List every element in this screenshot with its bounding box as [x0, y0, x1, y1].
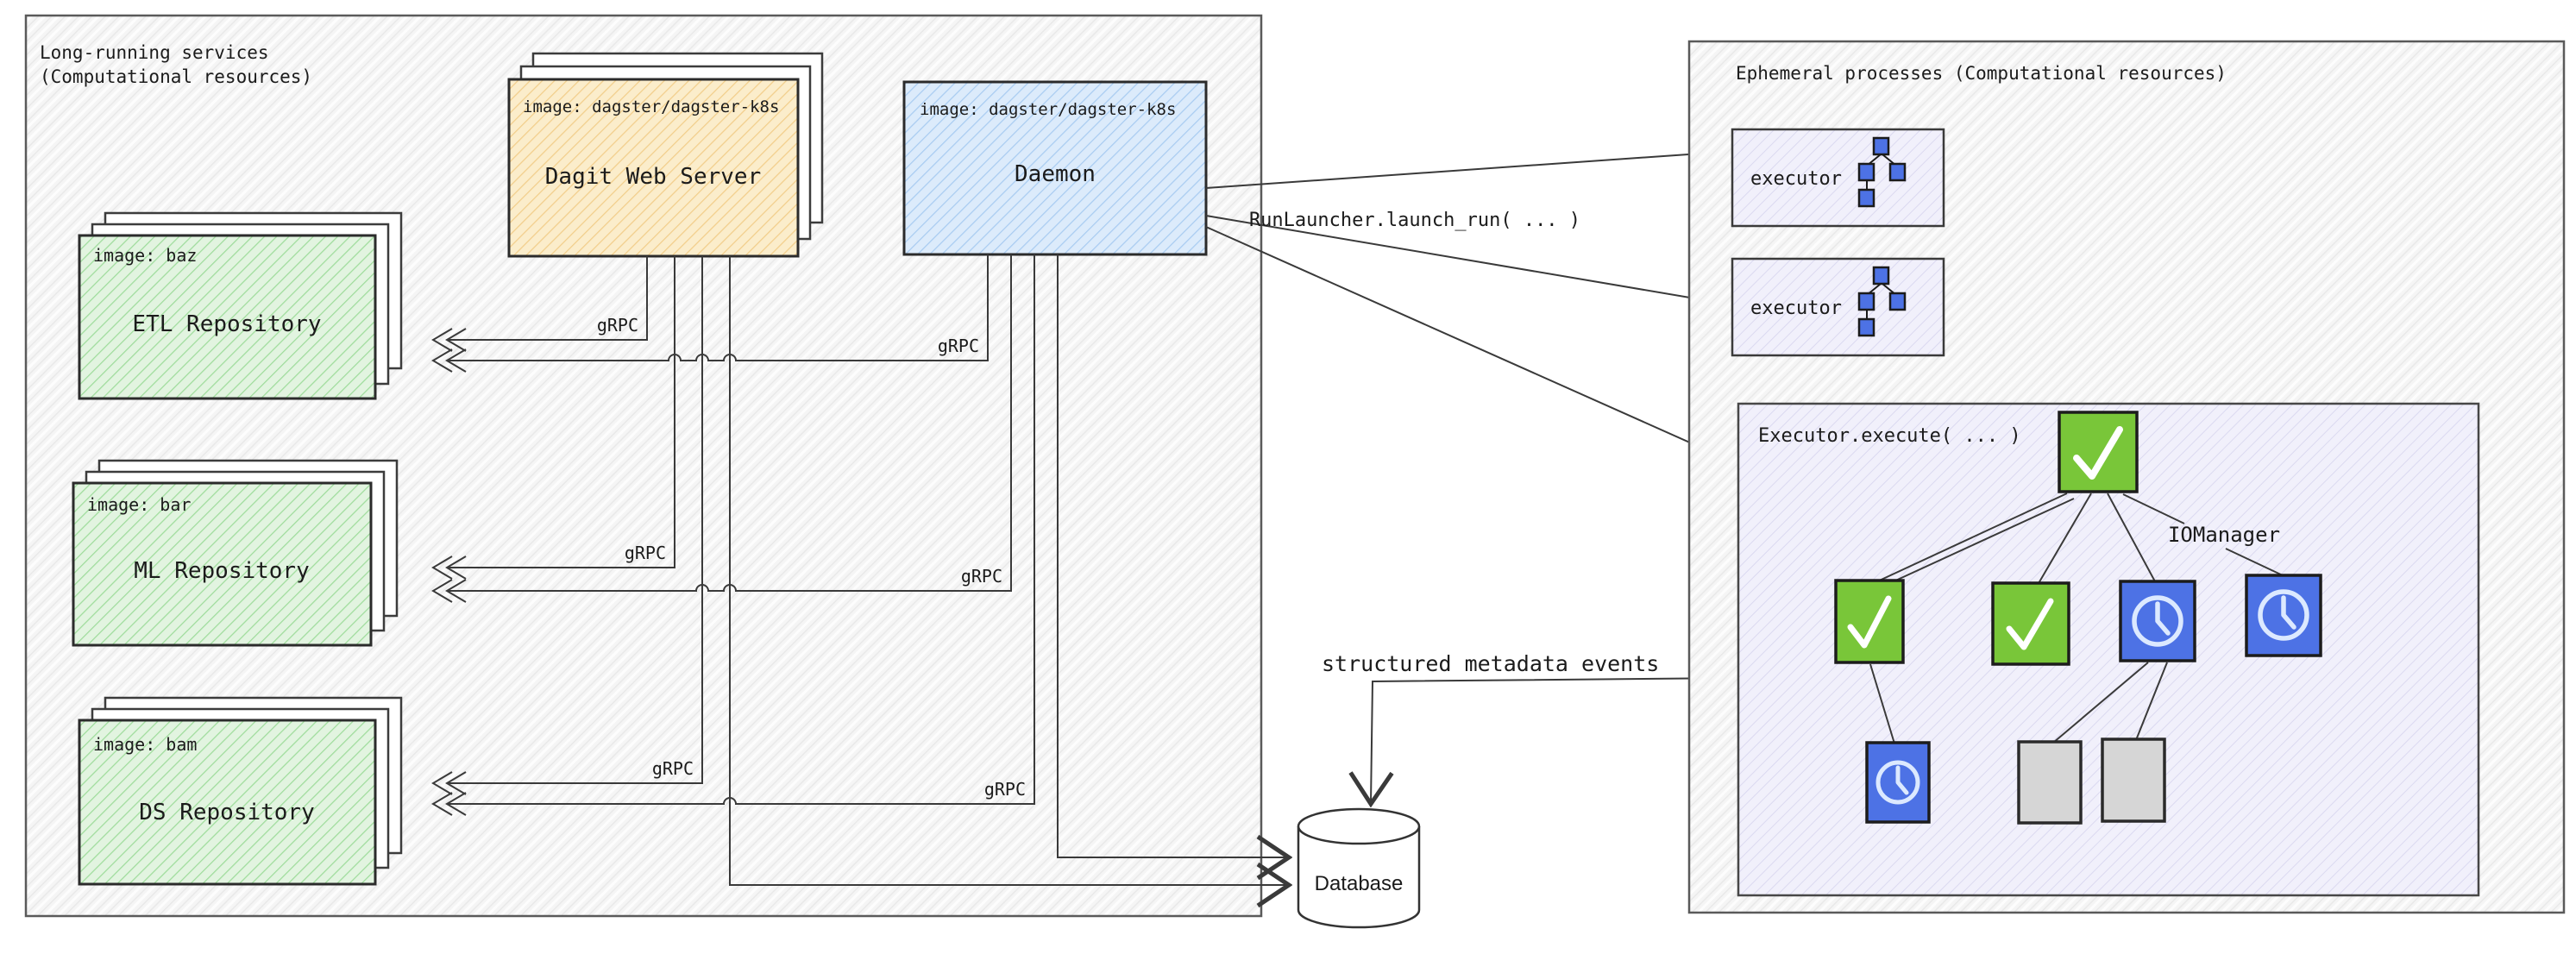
- op-node-child3-pending: [2119, 580, 2196, 662]
- edge-child1-to-grandchild1: [1869, 663, 1895, 744]
- ds-name-label: DS Repository: [139, 800, 315, 825]
- edge-daemon-to-executor-1: [1205, 152, 1725, 189]
- arrowhead-etl-daemon-icon: [431, 348, 467, 373]
- iomanager-label: IOManager: [2168, 523, 2280, 547]
- edge-dagit-to-ml: [447, 256, 675, 568]
- left-panel-title-line1: Long-running services: [40, 42, 269, 63]
- edge-dagit-to-etl: [447, 256, 648, 341]
- left-panel-title-line2: (Computational resources): [40, 66, 312, 87]
- grpc-label-ml-dagit: gRPC: [625, 543, 666, 563]
- ds-repository-box: [78, 719, 377, 886]
- grpc-label-etl-daemon: gRPC: [938, 336, 979, 356]
- dagit-web-server-box: [507, 78, 800, 258]
- edge-iomanager-label-to-node: [2225, 548, 2285, 577]
- left-panel: Long-running services (Computational res…: [24, 14, 1289, 918]
- dag-icon: [1857, 136, 1907, 208]
- grpc-label-ml-daemon: gRPC: [961, 566, 1002, 587]
- edge-dagit-to-ds: [447, 256, 703, 784]
- dagit-image-label: image: dagster/dagster-k8s: [523, 97, 779, 116]
- executor-2-box: [1731, 257, 1945, 357]
- daemon-box: [902, 80, 1208, 256]
- op-node-root-success: [2058, 411, 2139, 493]
- edge-execute-box-to-database: [1371, 677, 1738, 804]
- database-label: Database: [1315, 872, 1404, 895]
- check-icon: [2073, 426, 2123, 480]
- run-launcher-label: RunLauncher.launch_run( ... ): [1249, 210, 1580, 231]
- etl-repository-stack: image: baz ETL Repository: [78, 211, 403, 400]
- ml-repository-box: [72, 481, 373, 647]
- ml-repository-stack: image: bar ML Repository: [72, 459, 399, 647]
- dagit-web-server-stack: image: dagster/dagster-k8s Dagit Web Ser…: [507, 52, 824, 258]
- metadata-events-group: structured metadata events: [1322, 651, 1738, 804]
- arrowhead-ml-daemon-icon: [431, 579, 467, 603]
- edge-child3-to-grandchild3: [2135, 662, 2168, 741]
- edge-daemon-to-ml: [447, 254, 1012, 592]
- clock-hands-icon: [2155, 601, 2171, 636]
- edge-daemon-to-ds: [447, 254, 1035, 805]
- ds-image-label: image: bam: [93, 734, 197, 755]
- execute-box-title: Executor.execute( ... ): [1758, 425, 2021, 447]
- arrowhead-ds-daemon-icon: [431, 792, 467, 816]
- dagit-name-label: Dagit Web Server: [545, 164, 761, 190]
- edge-root-to-child1-b: [1880, 498, 2075, 588]
- etl-image-label: image: baz: [93, 245, 197, 266]
- check-icon: [1847, 595, 1892, 649]
- etl-name-label: ETL Repository: [132, 311, 321, 337]
- daemon-image-label: image: dagster/dagster-k8s: [920, 100, 1176, 119]
- op-node-grandchild2-skipped: [2017, 740, 2083, 825]
- edge-child3-to-grandchild2: [2052, 662, 2149, 744]
- op-graph-nodes: [1834, 411, 2322, 825]
- op-node-grandchild3-skipped: [2101, 737, 2166, 823]
- op-node-child1-success: [1834, 579, 1905, 664]
- repo-arrowheads: [431, 328, 467, 816]
- executor-1-label: executor: [1750, 168, 1842, 190]
- metadata-events-label: structured metadata events: [1322, 651, 1659, 676]
- executor-2-label: executor: [1750, 298, 1842, 319]
- op-node-grandchild1-pending: [1865, 741, 1931, 824]
- check-icon: [2006, 598, 2054, 650]
- ml-image-label: image: bar: [87, 494, 191, 515]
- arrowhead-etl-dagit-icon: [431, 328, 467, 352]
- clock-icon: [2132, 595, 2183, 647]
- edge-daemon-to-database: [1057, 254, 1289, 857]
- edge-root-to-iomanager-label: [2122, 493, 2185, 524]
- clock-icon: [1875, 760, 1920, 805]
- right-panel: Ephemeral processes (Computational resou…: [1687, 40, 2566, 914]
- ml-name-label: ML Repository: [134, 558, 310, 584]
- grpc-label-ds-daemon: gRPC: [984, 779, 1026, 800]
- arrowhead-ds-dagit-icon: [431, 771, 467, 795]
- right-panel-title: Ephemeral processes (Computational resou…: [1736, 63, 2227, 84]
- clock-icon: [2258, 589, 2309, 641]
- executor-box-2: executor: [1731, 257, 1945, 357]
- grpc-label-ds-dagit: gRPC: [652, 758, 694, 779]
- op-node-child2-success: [1991, 581, 2070, 666]
- edge-daemon-to-executor-2: [1205, 215, 1725, 304]
- arrowhead-ml-dagit-icon: [431, 555, 467, 580]
- daemon-name-label: Daemon: [1015, 161, 1096, 187]
- edge-daemon-to-etl: [447, 254, 989, 361]
- op-graph-edges: [1869, 493, 2285, 744]
- executor-1-box: [1731, 128, 1945, 228]
- clock-hands-icon: [1895, 765, 1909, 795]
- edge-root-to-child2: [2037, 493, 2092, 586]
- database-group: Database: [1297, 807, 1421, 929]
- run-launcher-edges: RunLauncher.launch_run( ... ): [1205, 152, 1732, 461]
- edge-dagit-to-database: [729, 256, 1289, 885]
- database-cylinder-body: [1297, 826, 1421, 929]
- dag-icon: [1857, 266, 1907, 337]
- executor-box-1: executor: [1731, 128, 1945, 228]
- edge-root-to-child1-a: [1873, 493, 2068, 584]
- op-node-iomanager-pending: [2245, 574, 2322, 657]
- edge-daemon-to-execute-box: [1205, 226, 1732, 461]
- edge-root-to-child3: [2107, 493, 2157, 584]
- clock-hands-icon: [2281, 595, 2296, 630]
- grpc-label-etl-dagit: gRPC: [597, 315, 638, 336]
- daemon-group: image: dagster/dagster-k8s Daemon: [902, 80, 1208, 256]
- etl-repository-box: [78, 234, 377, 400]
- execute-box: Executor.execute( ... ) IOManager: [1737, 402, 2480, 897]
- database-icon: [1297, 807, 1421, 845]
- ds-repository-stack: image: bam DS Repository: [78, 696, 403, 886]
